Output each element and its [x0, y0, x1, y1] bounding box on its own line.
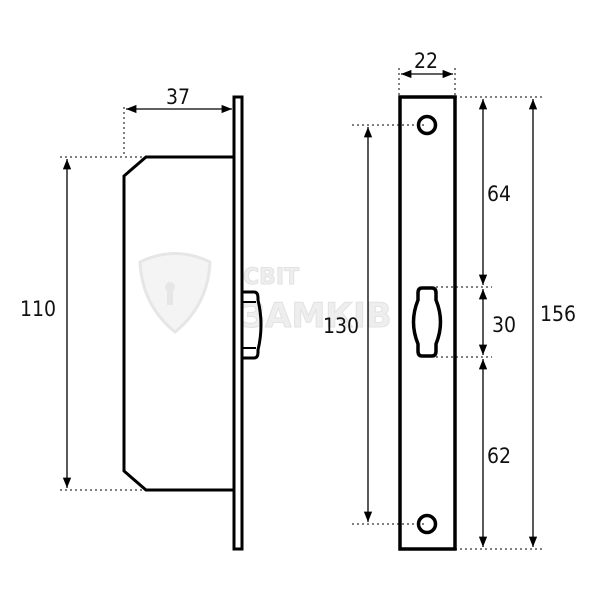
watermark-line2: ЗАМКІВ	[241, 296, 392, 336]
shield-keyhole-icon	[138, 252, 212, 334]
dimension-chain	[436, 96, 545, 550]
bolt	[242, 290, 263, 360]
dimension-body-height	[60, 156, 146, 491]
top-to-slot-label: 64	[487, 182, 511, 206]
strike-plate	[398, 95, 457, 551]
slot-height-label: 30	[492, 313, 516, 337]
dimension-depth	[123, 104, 232, 157]
dimension-hole-spacing	[352, 124, 427, 525]
slot-to-bottom-label: 62	[487, 444, 511, 468]
hole-spacing-label: 130	[323, 314, 359, 338]
body-height-label: 110	[20, 297, 56, 321]
lock-body-side-view	[122, 95, 263, 551]
depth-label: 37	[166, 85, 190, 109]
lock-body-outline	[122, 155, 234, 492]
faceplate	[232, 95, 244, 551]
total-height-label: 156	[540, 302, 576, 326]
strike-plate-front-view	[398, 95, 457, 551]
bolt-slot	[411, 286, 443, 358]
dimension-plate-width	[398, 68, 456, 97]
watermark-line1: СВІТ	[243, 265, 299, 290]
plate-width-label: 22	[414, 49, 438, 73]
